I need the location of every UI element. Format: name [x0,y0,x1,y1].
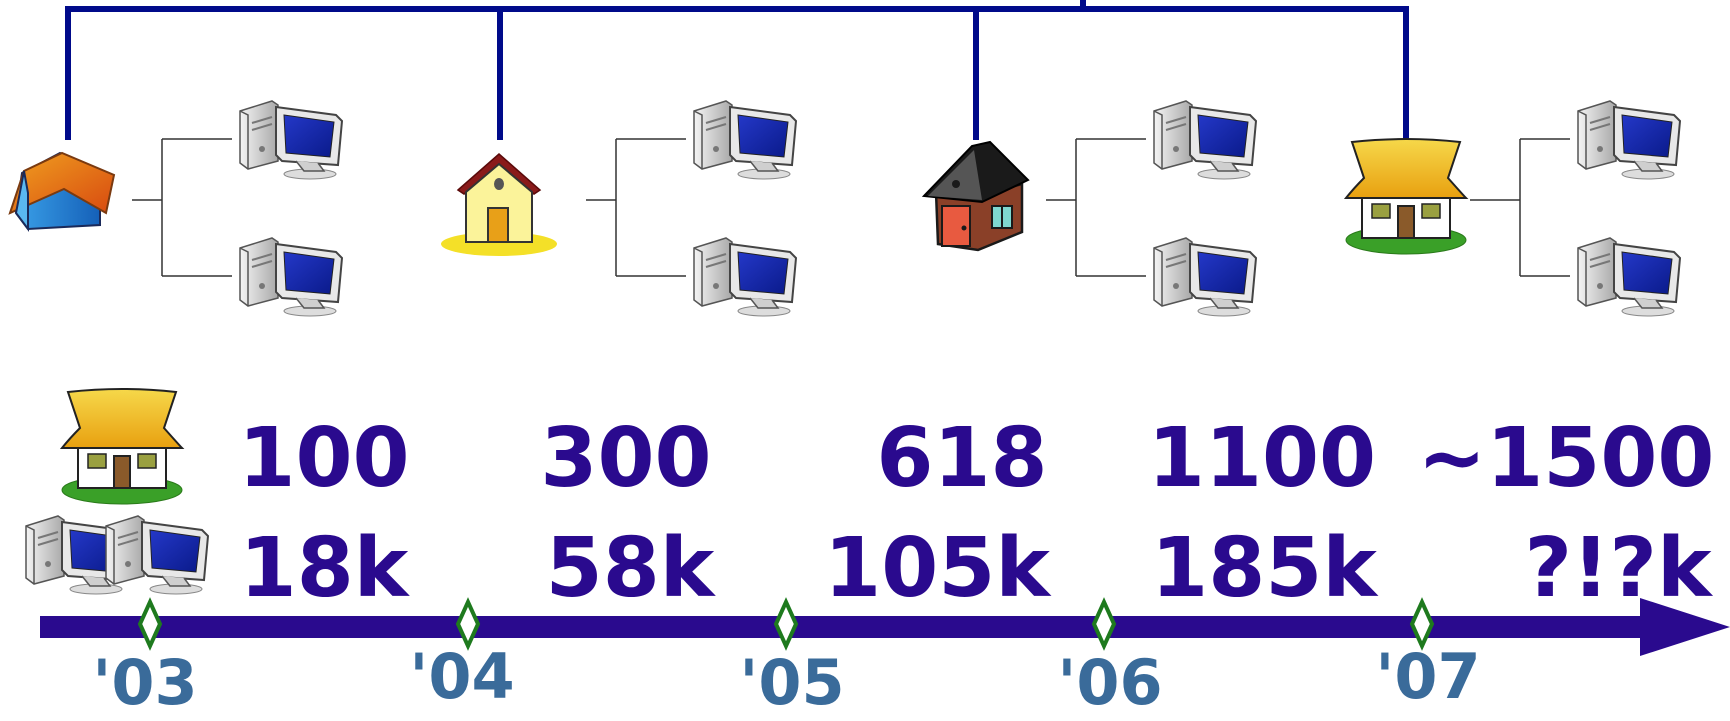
computer-icon [1577,100,1681,180]
timeline-arrowhead [1640,598,1730,656]
computers-count-2004: 58k [545,521,715,616]
thatched-house-icon [61,388,183,505]
year-marker [455,597,481,651]
branch-lines [132,138,232,277]
year-label-2006: '06 [1057,646,1163,719]
computer-icon [1153,100,1257,180]
year-marker [1091,597,1117,651]
year-label-2004: '04 [409,640,515,713]
branch-lines [1470,138,1570,277]
computer-icon [693,237,797,317]
year-marker [773,597,799,651]
year-label-2003: '03 [92,646,198,719]
house-node-4 [1345,100,1681,317]
network-backbone-line [65,0,1409,140]
computers-count-2006: 185k [1151,521,1377,616]
computer-icon [1577,237,1681,317]
year-markers [137,597,1435,651]
houses-count-2003: 100 [238,411,410,506]
computer-icon [1153,237,1257,317]
computers-count-2005: 105k [824,521,1050,616]
year-label-2005: '05 [739,646,845,719]
blue-house-icon [9,152,115,230]
computers-count-2007: ?!?k [1524,521,1712,616]
timeline-arrow [40,598,1730,656]
house-node-1 [9,100,343,317]
network-tree [9,0,1681,317]
year-marker [137,597,163,651]
house-node-3 [922,100,1257,317]
computer-pair-icon [25,515,209,595]
timeline-bar [40,616,1658,638]
houses-count-2007: ~1500 [1417,411,1715,506]
branch-lines [586,138,686,277]
brown-house-icon [922,140,1030,252]
houses-count-2004: 300 [540,411,712,506]
thatched-house-icon [1345,138,1467,255]
computer-icon [239,100,343,180]
computers-count-2003: 18k [239,521,409,616]
year-label-2007: '07 [1375,640,1481,713]
house-node-2 [440,100,797,317]
year-marker [1409,597,1435,651]
branch-lines [1046,138,1146,277]
computer-icon [693,100,797,180]
computer-icon [239,237,343,317]
houses-count-2006: 1100 [1147,411,1377,506]
houses-count-2005: 618 [876,411,1048,506]
yellow-house-icon [440,153,558,257]
legend [25,388,209,595]
